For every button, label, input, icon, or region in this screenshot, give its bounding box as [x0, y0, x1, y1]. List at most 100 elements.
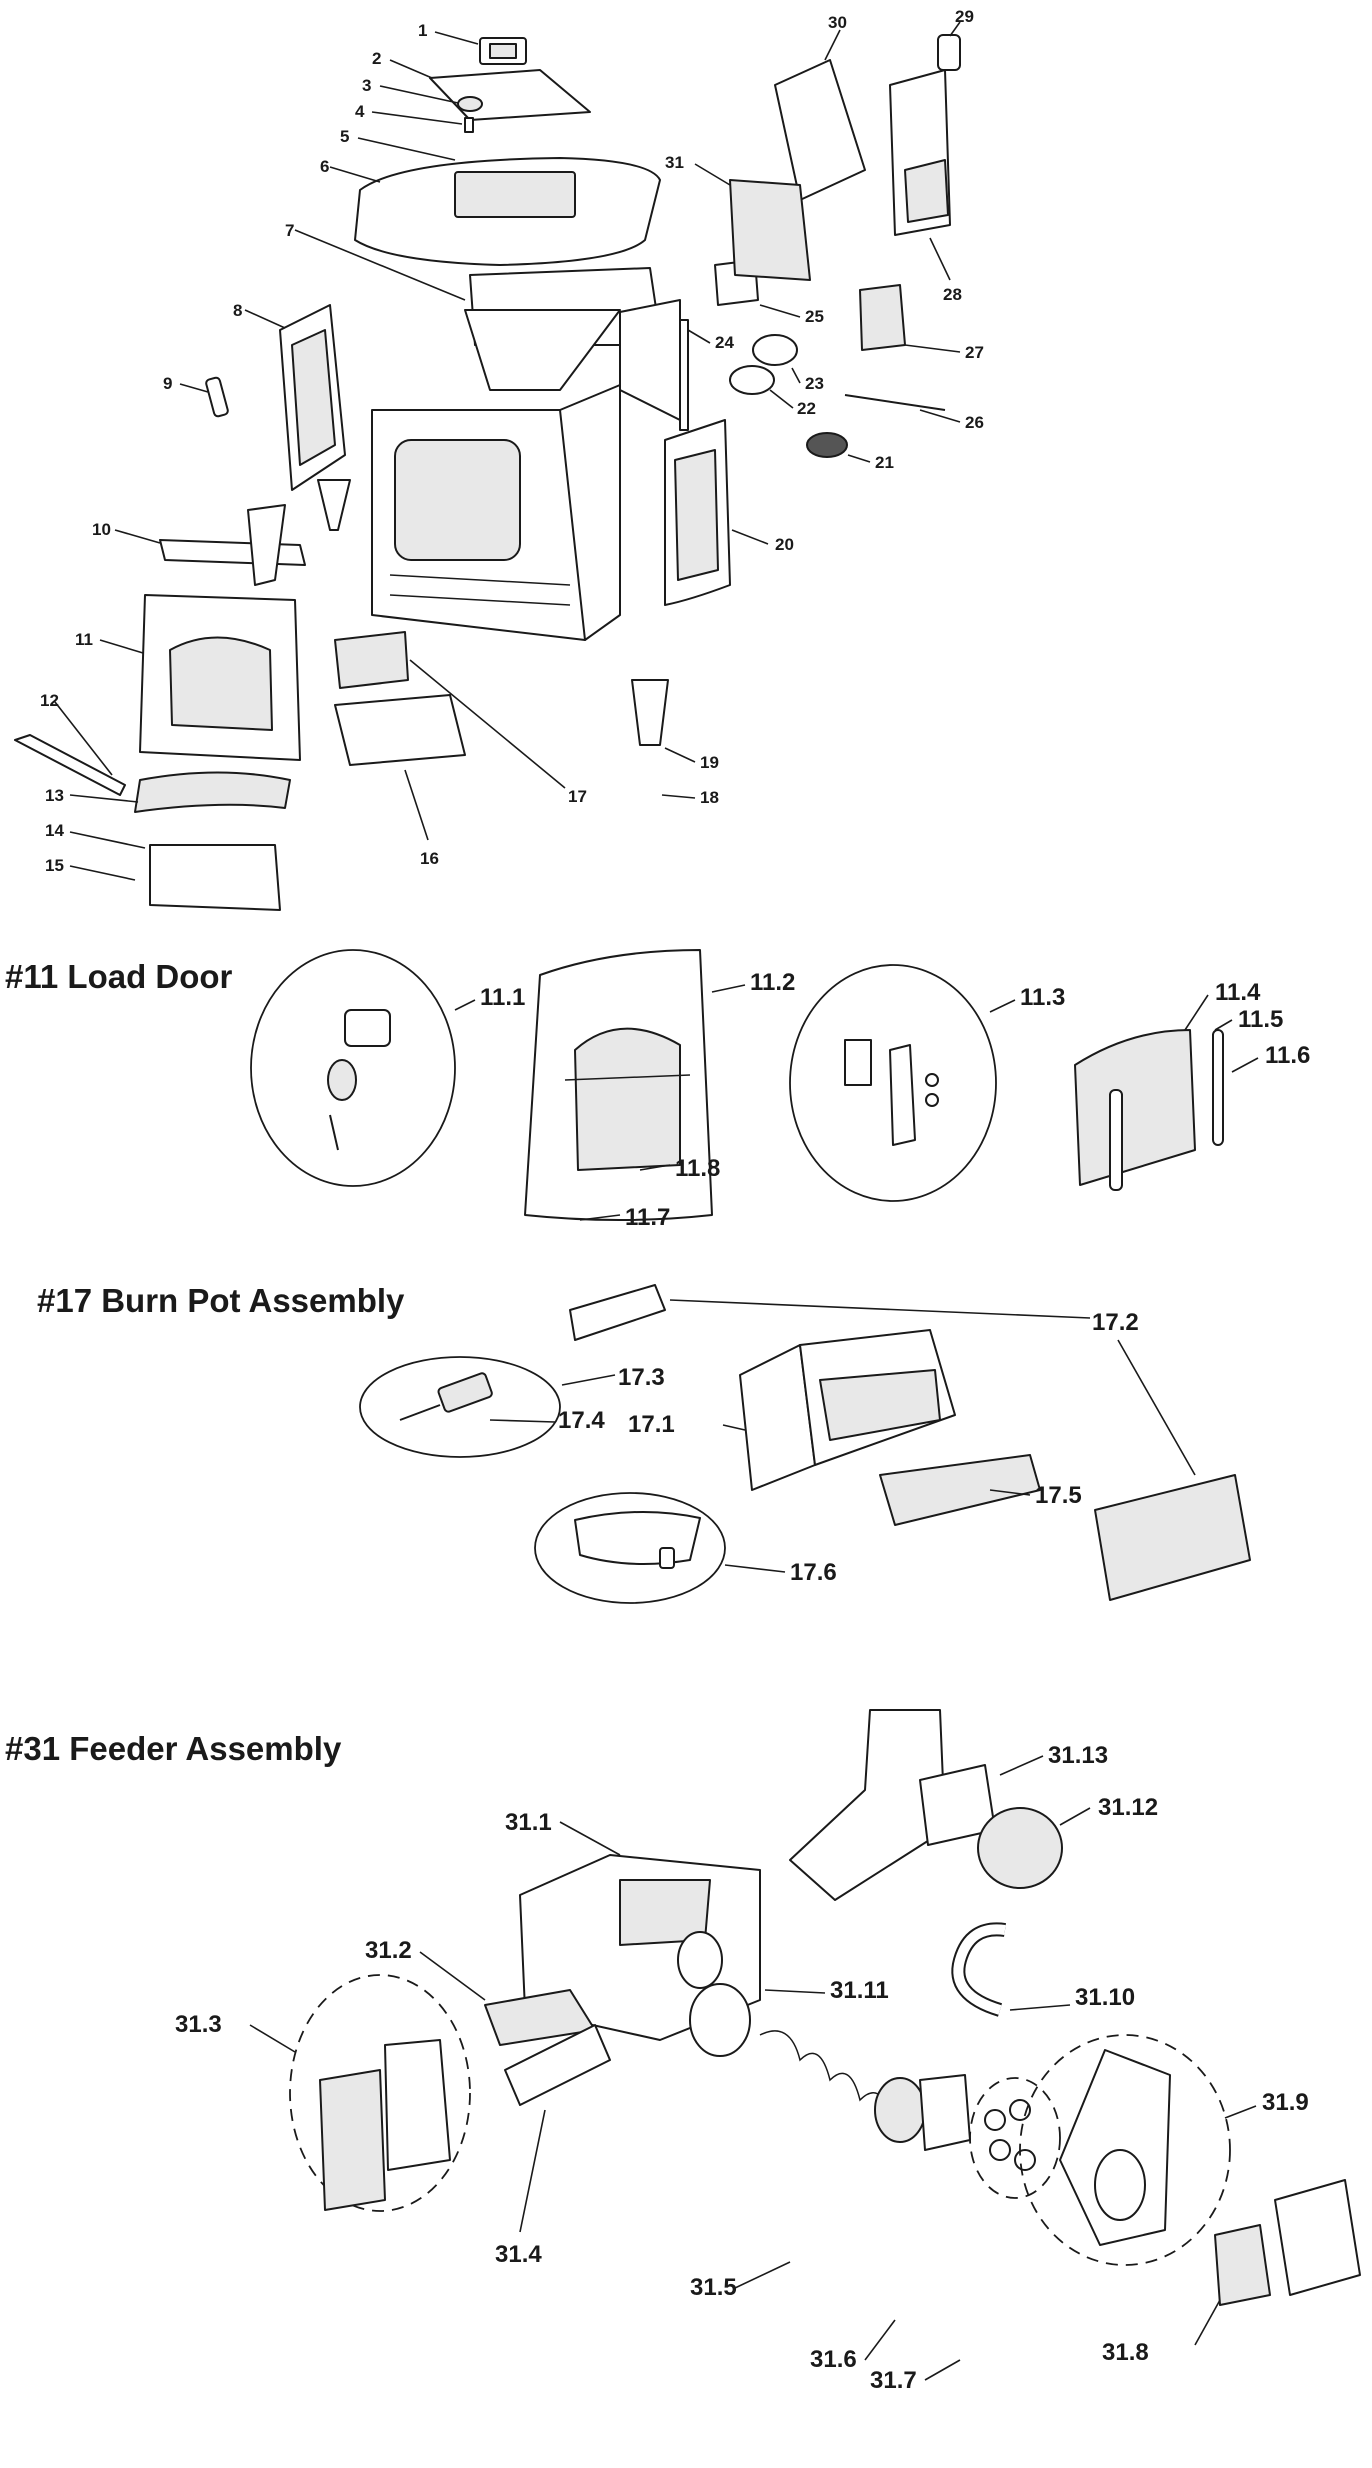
- callout-29: 29: [955, 7, 974, 26]
- part-feeder-chute: [789, 1709, 946, 1901]
- callout-11-3: 11.3: [1020, 984, 1065, 1011]
- part-left-side-panel: [279, 304, 346, 491]
- callout-5: 5: [340, 127, 349, 146]
- part-feeder-motor: [1214, 2179, 1361, 2306]
- detail-circle-11-1: [250, 949, 456, 1187]
- callout-31-2: 31.2: [365, 1937, 412, 1964]
- callout-31-1: 31.1: [505, 1809, 552, 1836]
- part-lid-plate: [429, 69, 591, 121]
- callout-17-2: 17.2: [1092, 1309, 1139, 1336]
- part-bearing: [874, 2077, 926, 2143]
- callout-6: 6: [320, 157, 329, 176]
- callout-12: 12: [40, 691, 59, 710]
- callout-8: 8: [233, 301, 242, 320]
- detail-circle-17-3: [359, 1356, 561, 1458]
- part-deflector: [159, 539, 306, 566]
- callout-31-9: 31.9: [1262, 2089, 1309, 2116]
- callout-23: 23: [805, 374, 824, 393]
- part-top-cover: [354, 157, 661, 266]
- callout-27: 27: [965, 343, 984, 362]
- callout-31-3: 31.3: [175, 2011, 222, 2038]
- part-leg-bracket: [247, 504, 286, 586]
- callout-20: 20: [775, 535, 794, 554]
- feeder-section: 31.1 31.2 31.3 31.4 31.5 31.6 31.7 31.8 …: [175, 1709, 1361, 2394]
- callout-15: 15: [45, 856, 64, 875]
- part-hopper: [464, 267, 681, 421]
- callout-11-8: 11.8: [675, 1155, 720, 1182]
- part-glass-gasket: [1109, 1089, 1123, 1191]
- detail-circle-31-9: [1019, 2034, 1231, 2266]
- callout-2: 2: [372, 49, 381, 68]
- section-title-burn-pot: #17 Burn Pot Assembly: [37, 1282, 405, 1319]
- section-title-load-door: #11 Load Door: [5, 958, 233, 995]
- part-cleanout-plate: [574, 1511, 701, 1569]
- callout-31-4: 31.4: [495, 2241, 542, 2268]
- callout-11-6: 11.6: [1265, 1042, 1310, 1069]
- callout-31-10: 31.10: [1075, 1984, 1135, 2011]
- detail-circle-31-7: [969, 2077, 1061, 2199]
- detail-circle-17-6: [534, 1492, 726, 1604]
- main-callouts: 1 2 3 4 5 6 7 8 9 10 11 12 13 14 15 16 1…: [40, 7, 984, 875]
- callout-11: 11: [75, 630, 93, 649]
- part-feeder-shaft: [504, 2024, 611, 2106]
- callout-24: 24: [715, 333, 734, 352]
- callout-19: 19: [700, 753, 719, 772]
- part-motor-bracket: [1059, 2049, 1171, 2246]
- callout-14: 14: [45, 821, 64, 840]
- part-screw: [464, 117, 474, 133]
- part-motor-mount-hardware: [984, 2099, 1036, 2171]
- callout-18: 18: [700, 788, 719, 807]
- part-knob: [457, 96, 483, 112]
- part-gasket: [729, 365, 775, 395]
- callout-31-7: 31.7: [870, 2367, 917, 2394]
- callout-11-4: 11.4: [1215, 979, 1261, 1006]
- callout-31-11: 31.11: [830, 1977, 889, 2004]
- part-load-door: [139, 594, 301, 761]
- part-igniter: [679, 319, 689, 431]
- part-ash-lip: [134, 771, 291, 813]
- part-burn-pot: [334, 631, 409, 689]
- callout-13: 13: [45, 786, 64, 805]
- callout-10: 10: [92, 520, 111, 539]
- part-door-hinge: [844, 1039, 939, 1146]
- part-hopper-handle: [479, 37, 527, 65]
- part-rear-housing: [889, 34, 961, 236]
- part-burn-pot-cover: [1094, 1474, 1251, 1601]
- callout-28: 28: [943, 285, 962, 304]
- callout-3: 3: [362, 76, 371, 95]
- callout-25: 25: [805, 307, 824, 326]
- part-igniter-element: [399, 1372, 493, 1421]
- callout-16: 16: [420, 849, 439, 868]
- section-title-feeder: #31 Feeder Assembly: [5, 1730, 342, 1767]
- part-burn-pot-housing: [739, 1329, 956, 1491]
- part-ash-tool: [14, 734, 126, 796]
- part-stove-body: [371, 384, 621, 641]
- callout-22: 22: [797, 399, 816, 418]
- part-feeder: [729, 179, 811, 281]
- callout-31: 31: [665, 153, 684, 172]
- part-glass-retainer: [1212, 1029, 1224, 1146]
- callout-26: 26: [965, 413, 984, 432]
- part-combustion-fan: [806, 432, 848, 458]
- callout-30: 30: [828, 13, 847, 32]
- main-callout-leaders: [54, 21, 961, 881]
- callout-17-1: 17.1: [628, 1411, 675, 1438]
- callout-4: 4: [355, 102, 365, 121]
- part-ash-drawer: [334, 694, 466, 766]
- part-rod: [205, 376, 229, 418]
- callout-21: 21: [875, 453, 894, 472]
- part-burn-pot-top: [569, 1284, 666, 1341]
- callout-1: 1: [418, 21, 427, 40]
- callout-11-2: 11.2: [750, 969, 795, 996]
- part-switch: [859, 284, 906, 351]
- callout-31-6: 31.6: [810, 2346, 857, 2373]
- callout-17-4: 17.4: [558, 1407, 605, 1434]
- callout-17: 17: [568, 787, 587, 806]
- callout-11-7: 11.7: [625, 1204, 670, 1231]
- part-feeder-access-door: [319, 2039, 451, 2211]
- detail-circle-31-3: [289, 1974, 471, 2212]
- callout-7: 7: [285, 221, 294, 240]
- part-ash-pan-front: [149, 844, 281, 911]
- detail-circle-11-3: [789, 964, 997, 1202]
